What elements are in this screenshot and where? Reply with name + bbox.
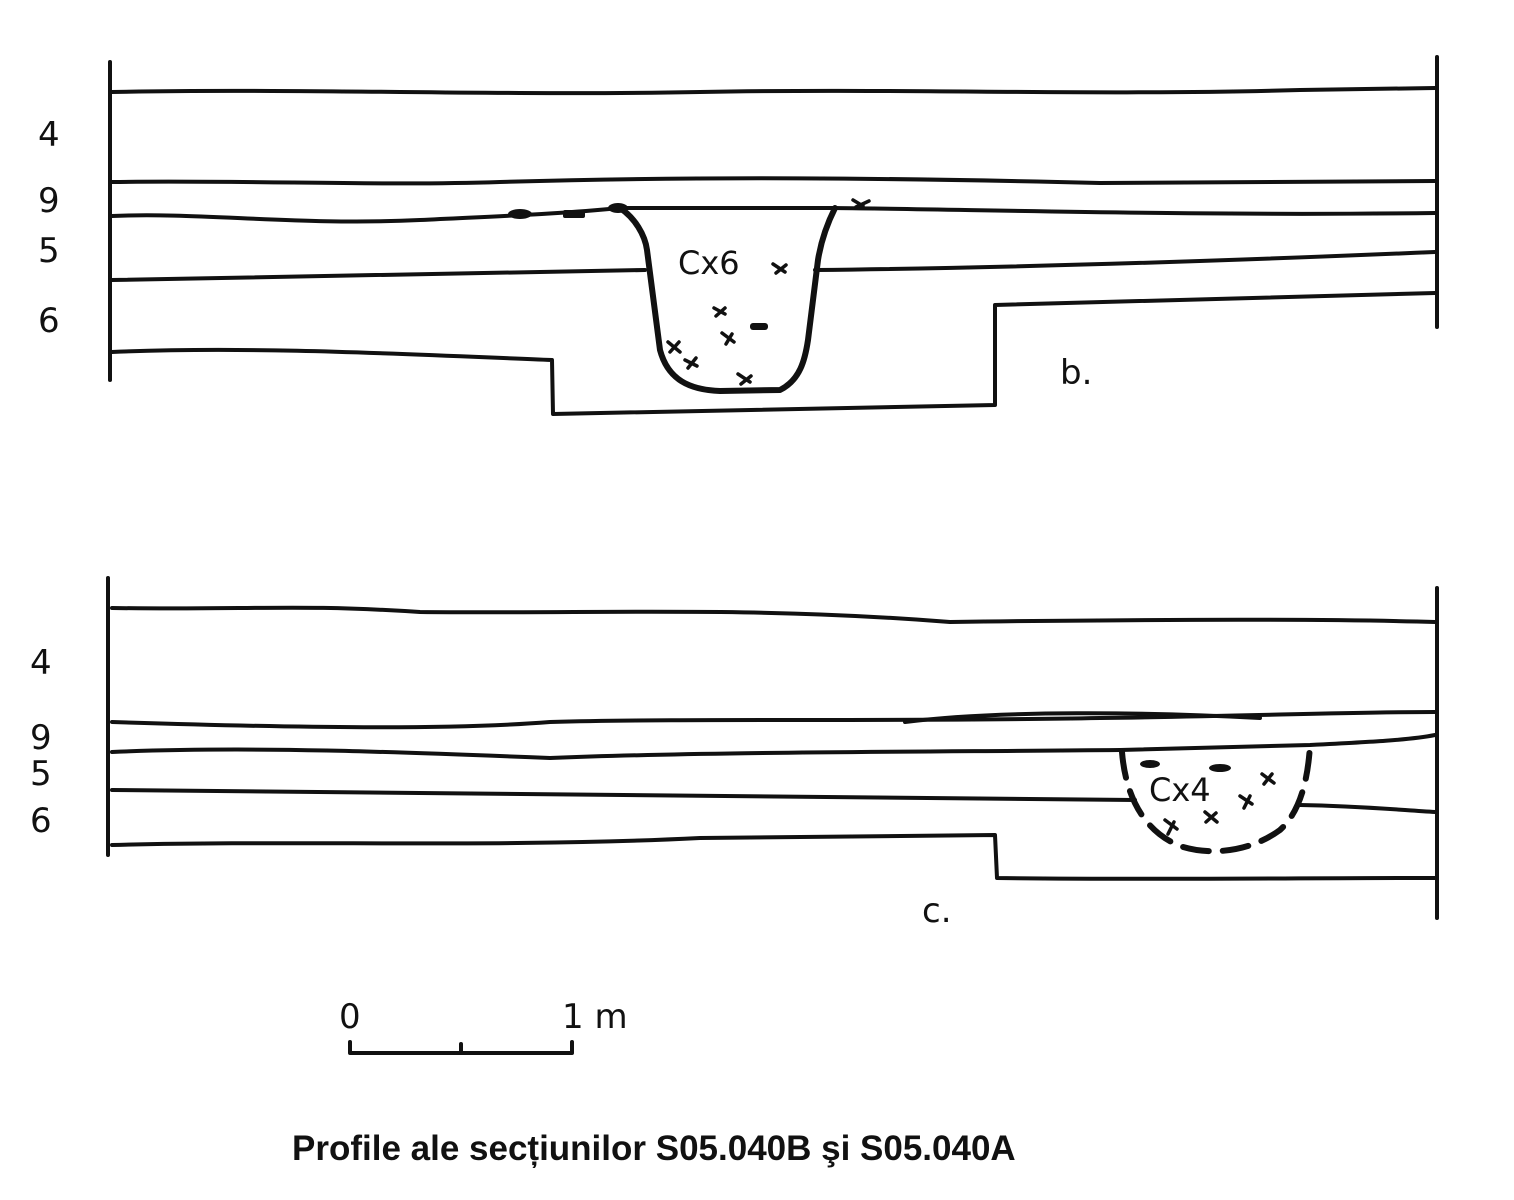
layer-label-4: 4 — [38, 115, 60, 155]
profile-b-line-3 — [110, 206, 1437, 224]
layer-label-9: 9 — [38, 181, 60, 221]
scale-start-label: 0 — [339, 997, 361, 1037]
profile-b-line-1 — [110, 86, 1437, 96]
layer-label-9: 9 — [30, 718, 52, 758]
pit-cx4-outline — [1119, 742, 1313, 855]
pottery-sherds — [508, 203, 768, 330]
profile-c-label: c. — [922, 891, 952, 931]
feature-label-cx4: Cx4 — [1149, 771, 1211, 809]
profile-b-line-4 — [110, 250, 1437, 282]
figure-caption: Profile ale secțiunilor S05.040B şi S05.… — [292, 1129, 1016, 1168]
profile-b: Cx6 4 9 5 6 b. — [38, 55, 1439, 416]
layer-label-4: 4 — [30, 643, 52, 683]
profile-c: Cx4 4 9 5 6 c. — [30, 576, 1439, 931]
profile-b-line-2 — [110, 176, 1437, 186]
profile-c-line-2 — [110, 710, 1437, 730]
layer-label-5: 5 — [38, 231, 60, 271]
pit-cx6-outline — [617, 205, 838, 394]
layer-label-5: 5 — [30, 754, 52, 794]
scale-end-label: 1 m — [562, 997, 628, 1037]
profile-c-line-5 — [110, 833, 1437, 881]
layer-label-6: 6 — [38, 301, 60, 341]
profile-b-line-5 — [110, 291, 1437, 416]
profile-b-label: b. — [1060, 353, 1092, 393]
bone-finds-markers — [1163, 772, 1276, 836]
profile-c-line-1 — [110, 605, 1437, 624]
scale-bar: 0 1 m — [339, 997, 628, 1055]
feature-label-cx6: Cx6 — [678, 244, 740, 282]
profile-c-line-3 — [110, 733, 1437, 760]
pottery-sherds — [1140, 760, 1231, 772]
profile-c-lens — [903, 711, 1262, 724]
layer-label-6: 6 — [30, 801, 52, 841]
profile-c-line-4 — [110, 788, 1437, 814]
bone-finds-markers — [666, 198, 871, 386]
